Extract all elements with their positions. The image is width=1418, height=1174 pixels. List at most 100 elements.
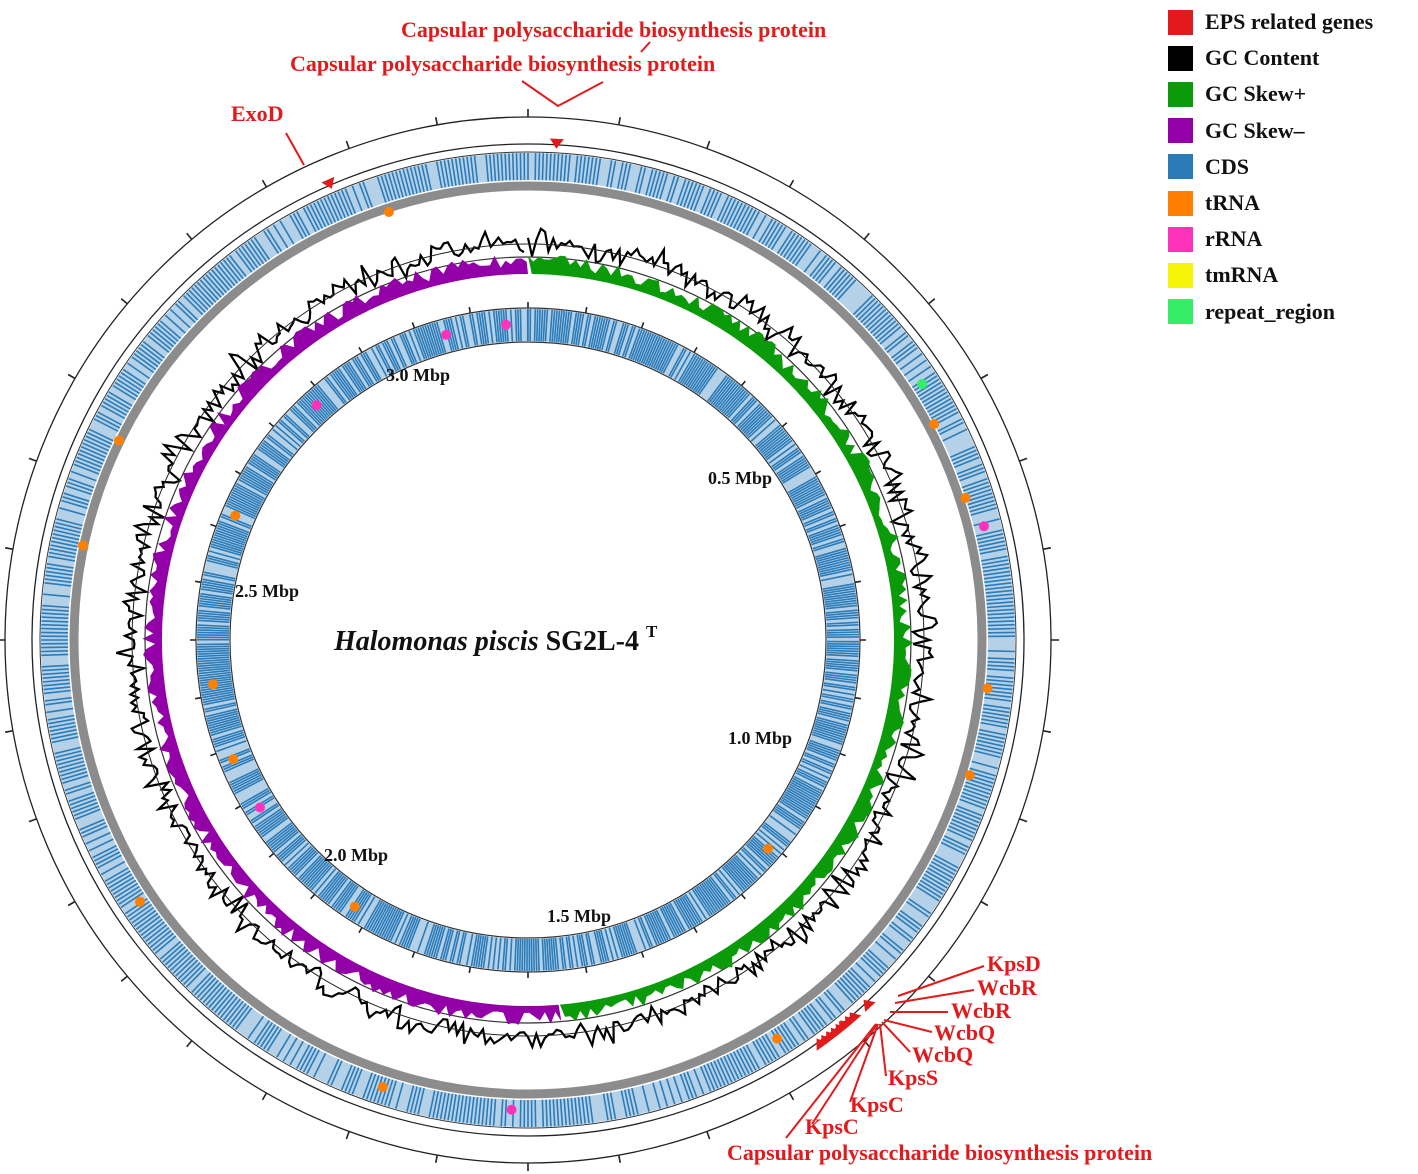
rna-feature-marker (228, 754, 239, 765)
eps-gene-markers (321, 138, 876, 1051)
rna-feature-marker (501, 319, 511, 330)
rna-feature-marker (230, 510, 241, 521)
cds-track-forward (40, 152, 1016, 1128)
legend-swatch (1168, 190, 1193, 216)
legend-label: GC Skew– (1205, 117, 1305, 143)
rna-feature-marker (763, 843, 773, 854)
genome-title: Halomonas piscis SG2L-4 T (333, 622, 658, 657)
rna-feature-marker (929, 419, 940, 429)
leader-capsular-bottom (785, 1023, 877, 1139)
type-strain-superscript: T (646, 622, 658, 641)
inner-cds-ring-inner-border (229, 341, 827, 939)
legend-item: GC Content (1168, 40, 1373, 76)
rna-feature-marker (208, 679, 219, 690)
position-label-0-5: 0.5 Mbp (708, 468, 772, 488)
leader-kpsd (897, 965, 985, 997)
eps-gene-arrow (321, 176, 335, 189)
legend-item: tRNA (1168, 185, 1373, 221)
legend-label: repeat_region (1205, 298, 1335, 324)
label-kpsc-2: KpsC (805, 1114, 859, 1139)
organism-name: Halomonas piscis (333, 626, 539, 657)
rna-feature-marker (349, 901, 360, 912)
rna-feature-marker (964, 770, 975, 781)
rna-feature-marker (255, 802, 265, 813)
label-exod: ExoD (231, 101, 284, 126)
legend-item: GC Skew– (1168, 113, 1373, 149)
legend-item: tmRNA (1168, 257, 1373, 293)
rna-feature-marker (960, 492, 971, 503)
leader-capsular-top (521, 80, 604, 108)
legend-swatch (1168, 262, 1193, 288)
position-label-3-0: 3.0 Mbp (386, 365, 450, 385)
eps-gene-arrow (816, 1038, 828, 1051)
legend-item: repeat_region (1168, 294, 1373, 330)
cds-ticks (40, 152, 1016, 1128)
legend-label: GC Skew+ (1205, 81, 1307, 107)
label-kpsd: KpsD (987, 951, 1041, 976)
rna-feature-marker (772, 1033, 783, 1044)
gc-content-track (116, 226, 939, 1051)
leader-wcbq-2 (881, 1021, 911, 1053)
label-wcbr-1: WcbR (977, 975, 1038, 1000)
label-capsular-top-1: Capsular polysaccharide biosynthesis pro… (401, 17, 826, 42)
rna-feature-marker (135, 896, 145, 907)
label-kpsc-1: KpsC (850, 1092, 904, 1117)
rna-feature-marker (77, 540, 88, 551)
rna-feature-marker (383, 207, 394, 217)
legend-swatch (1168, 154, 1193, 180)
cds-ring-outer-border (39, 151, 1017, 1129)
rna-feature-marker (377, 1082, 388, 1092)
leader-wcbr-1 (894, 989, 975, 1004)
rna-feature-marker (917, 379, 928, 389)
label-capsular-bottom: Capsular polysaccharide biosynthesis pro… (727, 1140, 1152, 1165)
legend-label: EPS related genes (1205, 9, 1374, 35)
legend-swatch (1168, 299, 1193, 325)
label-capsular-top-2: Capsular polysaccharide biosynthesis pro… (290, 51, 715, 76)
legend-item: CDS (1168, 149, 1373, 185)
legend-label: rRNA (1205, 226, 1263, 252)
label-wcbq-2: WcbQ (912, 1042, 973, 1067)
legend-label: tRNA (1205, 190, 1260, 216)
eps-leader-lines (285, 41, 985, 1139)
position-label-2-0: 2.0 Mbp (324, 845, 388, 865)
leader-capsular-top-2 (640, 41, 651, 53)
position-label-2-5: 2.5 Mbp (235, 581, 299, 601)
gc-content-baseline (131, 243, 925, 1037)
scale-ticks (0, 109, 1059, 1171)
strain-name: SG2L-4 (546, 626, 639, 657)
legend-item: EPS related genes (1168, 4, 1373, 40)
legend-swatch (1168, 45, 1193, 71)
legend-label: tmRNA (1205, 262, 1279, 288)
label-wcbr-2: WcbR (951, 998, 1012, 1023)
rna-feature-marker (114, 435, 124, 446)
leader-kpss (879, 1023, 887, 1077)
legend-swatch (1168, 81, 1193, 107)
leader-kpsc-1 (849, 1023, 879, 1103)
backbone-ring (69, 181, 987, 1099)
rna-feature-markers (77, 207, 993, 1115)
legend-swatch (1168, 118, 1193, 144)
legend-label: CDS (1205, 153, 1250, 179)
gc-content-profile (116, 226, 939, 1051)
label-wcbq-1: WcbQ (934, 1020, 995, 1045)
rna-feature-marker (311, 400, 322, 411)
legend-label: GC Content (1205, 45, 1320, 71)
legend-item: rRNA (1168, 221, 1373, 257)
leader-kpsc-2 (811, 1023, 878, 1125)
position-label-1-0: 1.0 Mbp (728, 728, 792, 748)
gc-skew-ring-outer-border (144, 256, 912, 1024)
eps-gene-arrow (549, 138, 564, 149)
leader-wcbq-1 (883, 1019, 933, 1033)
legend: EPS related genes GC Content GC Skew+ GC Sk… (1168, 4, 1373, 330)
legend-item: GC Skew+ (1168, 76, 1373, 112)
rna-feature-marker (979, 521, 989, 532)
tick-marks (0, 109, 1059, 1171)
label-kpss: KpsS (888, 1065, 938, 1090)
rna-feature-marker (982, 683, 993, 694)
rna-feature-marker (441, 329, 452, 340)
outer-ring-inner-border (31, 143, 1025, 1137)
position-label-1-5: 1.5 Mbp (547, 906, 611, 926)
eps-gene-arrow (863, 999, 876, 1012)
legend-swatch (1168, 226, 1193, 252)
